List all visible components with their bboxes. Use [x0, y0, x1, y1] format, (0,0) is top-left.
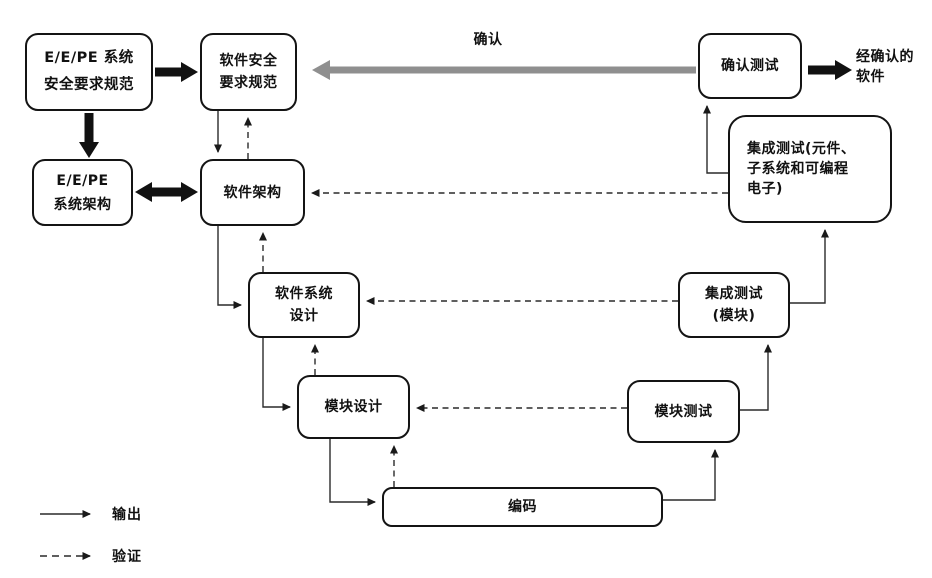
line-module-design-to-coding: [329, 439, 376, 506]
legend: 输出 验证: [38, 503, 142, 578]
node-software-safety-requirements-spec: 软件安全 要求规范: [200, 33, 297, 111]
node-module-testing: 模块测试: [627, 380, 740, 443]
node-module-design: 模块设计: [297, 375, 410, 439]
thick-arrow-eepe-srs-to-eepe-arch: [79, 113, 99, 158]
legend-verification-label: 验证: [112, 549, 142, 565]
node-eepe-system-safety-requirements-spec: E/E/PE 系统 安全要求规范: [25, 33, 153, 111]
validated-software-label: 经确认的 软件: [856, 49, 914, 85]
node-validation-testing: 确认测试: [698, 33, 802, 99]
dashed-arrow-icon: [40, 552, 91, 560]
line-module-test-to-integ-module: [740, 344, 772, 411]
line-sw-arch-to-sw-sys-design: [217, 226, 242, 309]
node-integration-testing-module: 集成测试 (模块): [678, 272, 790, 338]
node-eepe-system-architecture: E/E/PE 系统架构: [32, 159, 133, 226]
node-integration-testing-components-subsystems-pe: 集成测试(元件、 子系统和可编程 电子): [728, 115, 892, 223]
line-sw-sys-design-to-module-design: [262, 338, 291, 411]
legend-verification-row: 验证: [38, 545, 142, 567]
validation-arrow-label: 确认: [473, 32, 503, 48]
thick-arrow-eepe-srs-to-sw-srs: [155, 62, 198, 82]
legend-output-label: 输出: [112, 507, 142, 523]
thick-double-arrow-eepe-arch-sw-arch: [135, 182, 198, 202]
line-integ-module-to-integ-system: [790, 229, 829, 304]
solid-arrow-icon: [40, 510, 91, 518]
gray-validation-arrow: [312, 60, 696, 80]
line-integ-system-to-validation-test: [703, 105, 728, 174]
node-coding: 编码: [382, 487, 663, 527]
node-software-system-design: 软件系统 设计: [248, 272, 360, 338]
legend-output-row: 输出: [38, 503, 142, 525]
thick-arrow-validation-test-to-validated-software: [808, 60, 852, 80]
node-software-architecture: 软件架构: [200, 159, 305, 226]
line-coding-to-module-test: [663, 449, 719, 501]
